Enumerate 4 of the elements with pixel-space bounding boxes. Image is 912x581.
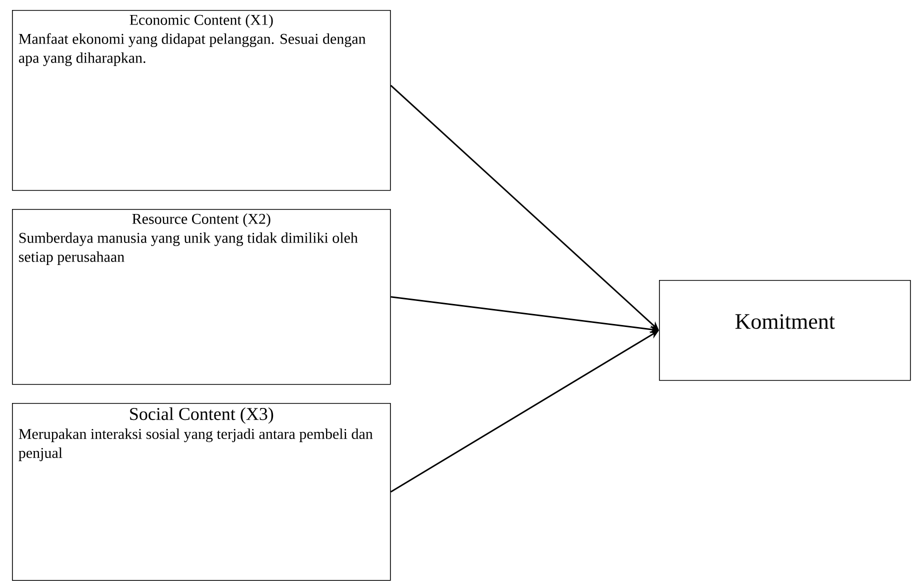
content-box: Resource Content (X2) Sumberdaya manusia yang unik yang tidak dimiliki oleh setiap perusahaan bbox=[12, 209, 391, 385]
content-box: Social Content (X3) Merupakan interaksi sosial yang terjadi antara pembeli dan penjual bbox=[12, 403, 391, 581]
content-box: Economic Content (X1) Manfaat ekonomi yang didapat pelanggan. Sesuai dengan apa yang diharapkan. bbox=[12, 10, 391, 191]
outcome-box: Komitment bbox=[659, 280, 911, 381]
